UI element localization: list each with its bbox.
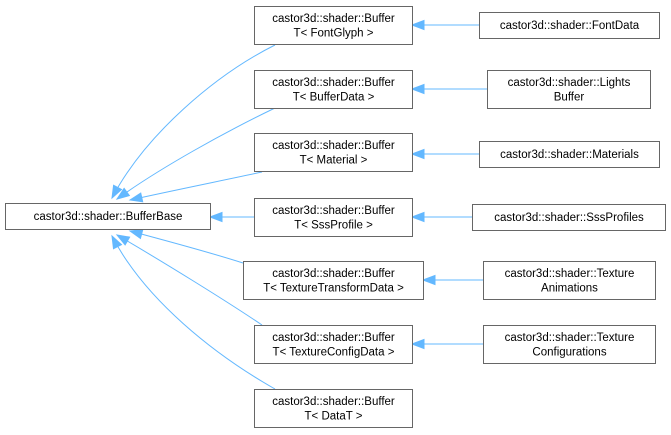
node-fontdata[interactable]: castor3d::shader::FontData [479,12,660,39]
edges-layer [111,19,487,390]
edge-line [116,234,263,326]
node-label-line: castor3d::shader::Buffer [272,77,395,89]
node-label-line: castor3d::shader::Buffer [272,268,395,280]
node-label-line: Configurations [532,346,606,358]
node-label-line: T< FontGlyph > [294,27,374,39]
arrow-head-icon [410,211,425,223]
node-label-line: T< TextureConfigData > [273,346,395,358]
node-label-line: T< SssProfile > [294,219,373,231]
edge-textureanimations-to-b_texturetransform [421,274,483,286]
node-box [483,261,656,300]
edge-lightsbuffer-to-b_bufferdata [410,83,487,95]
nodes-layer: castor3d::shader::BufferBasecastor3d::sh… [5,6,666,428]
arrow-head-icon [128,192,144,203]
arrow-head-icon [208,211,223,223]
edge-b_material-to-base [128,171,263,203]
arrow-head-icon [111,184,123,200]
node-label-line: castor3d::shader::SssProfiles [494,212,644,224]
arrow-head-icon [115,187,131,200]
node-label-line: castor3d::shader::Buffer [272,140,395,152]
node-box [487,70,651,109]
node-box [254,198,413,237]
edge-b_bufferdata-to-base [115,107,276,200]
edge-line [116,107,276,200]
arrow-head-icon [410,83,425,95]
edge-line [111,235,276,390]
arrow-head-icon [410,148,425,160]
edge-b_texturetransform-to-base [128,229,244,264]
edge-line [129,230,244,264]
node-box [479,12,660,39]
node-box [254,6,413,45]
edge-b_textureconfig-to-base [115,234,263,326]
node-label-line: T< TextureTransformData > [263,282,404,294]
node-label-line: castor3d::shader::Buffer [272,13,395,25]
node-label-line: castor3d::shader::Buffer [272,332,395,344]
node-box [254,389,413,428]
arrow-head-icon [111,234,123,250]
node-label-line: Buffer [554,91,585,103]
edge-materials-to-b_material [410,148,479,160]
node-box [254,70,413,109]
node-box [254,133,413,172]
node-box [5,203,211,230]
node-label-line: T< DataT > [305,410,363,422]
arrow-head-icon [410,19,425,31]
node-label-line: castor3d::shader::Texture [505,332,635,344]
edge-line [111,44,276,199]
node-label-line: castor3d::shader::Materials [500,149,639,161]
arrow-head-icon [128,229,144,240]
arrow-head-icon [115,234,131,246]
node-label-line: castor3d::shader::Buffer [272,205,395,217]
node-label-line: castor3d::shader::Buffer [272,396,395,408]
edge-b_fontglyph-to-base [111,44,276,200]
node-label-line: castor3d::shader::Texture [505,268,635,280]
arrow-head-icon [410,338,425,350]
edge-line [129,171,263,201]
node-sssprofiles[interactable]: castor3d::shader::SssProfiles [472,204,666,231]
node-label-line: castor3d::shader::FontData [500,20,640,32]
edge-sssprofiles-to-b_sssprofile [410,211,472,223]
node-label-line: T< Material > [300,154,368,166]
node-label-line: castor3d::shader::BufferBase [34,211,183,223]
edge-b_sssprofile-to-base [208,211,254,223]
node-label-line: T< BufferData > [293,91,375,103]
node-box [254,325,413,364]
edge-fontdata-to-b_fontglyph [410,19,479,31]
node-label-line: castor3d::shader::Lights [508,77,631,89]
node-box [479,141,660,168]
node-box [483,325,656,364]
edge-textureconfigurations-to-b_textureconfig [410,338,483,350]
node-label-line: Animations [541,282,598,294]
node-materials[interactable]: castor3d::shader::Materials [479,141,660,168]
node-box [472,204,666,231]
node-box [243,261,424,300]
arrow-head-icon [421,274,436,286]
node-base[interactable]: castor3d::shader::BufferBase [5,203,211,230]
edge-b_datat-to-base [111,234,276,390]
